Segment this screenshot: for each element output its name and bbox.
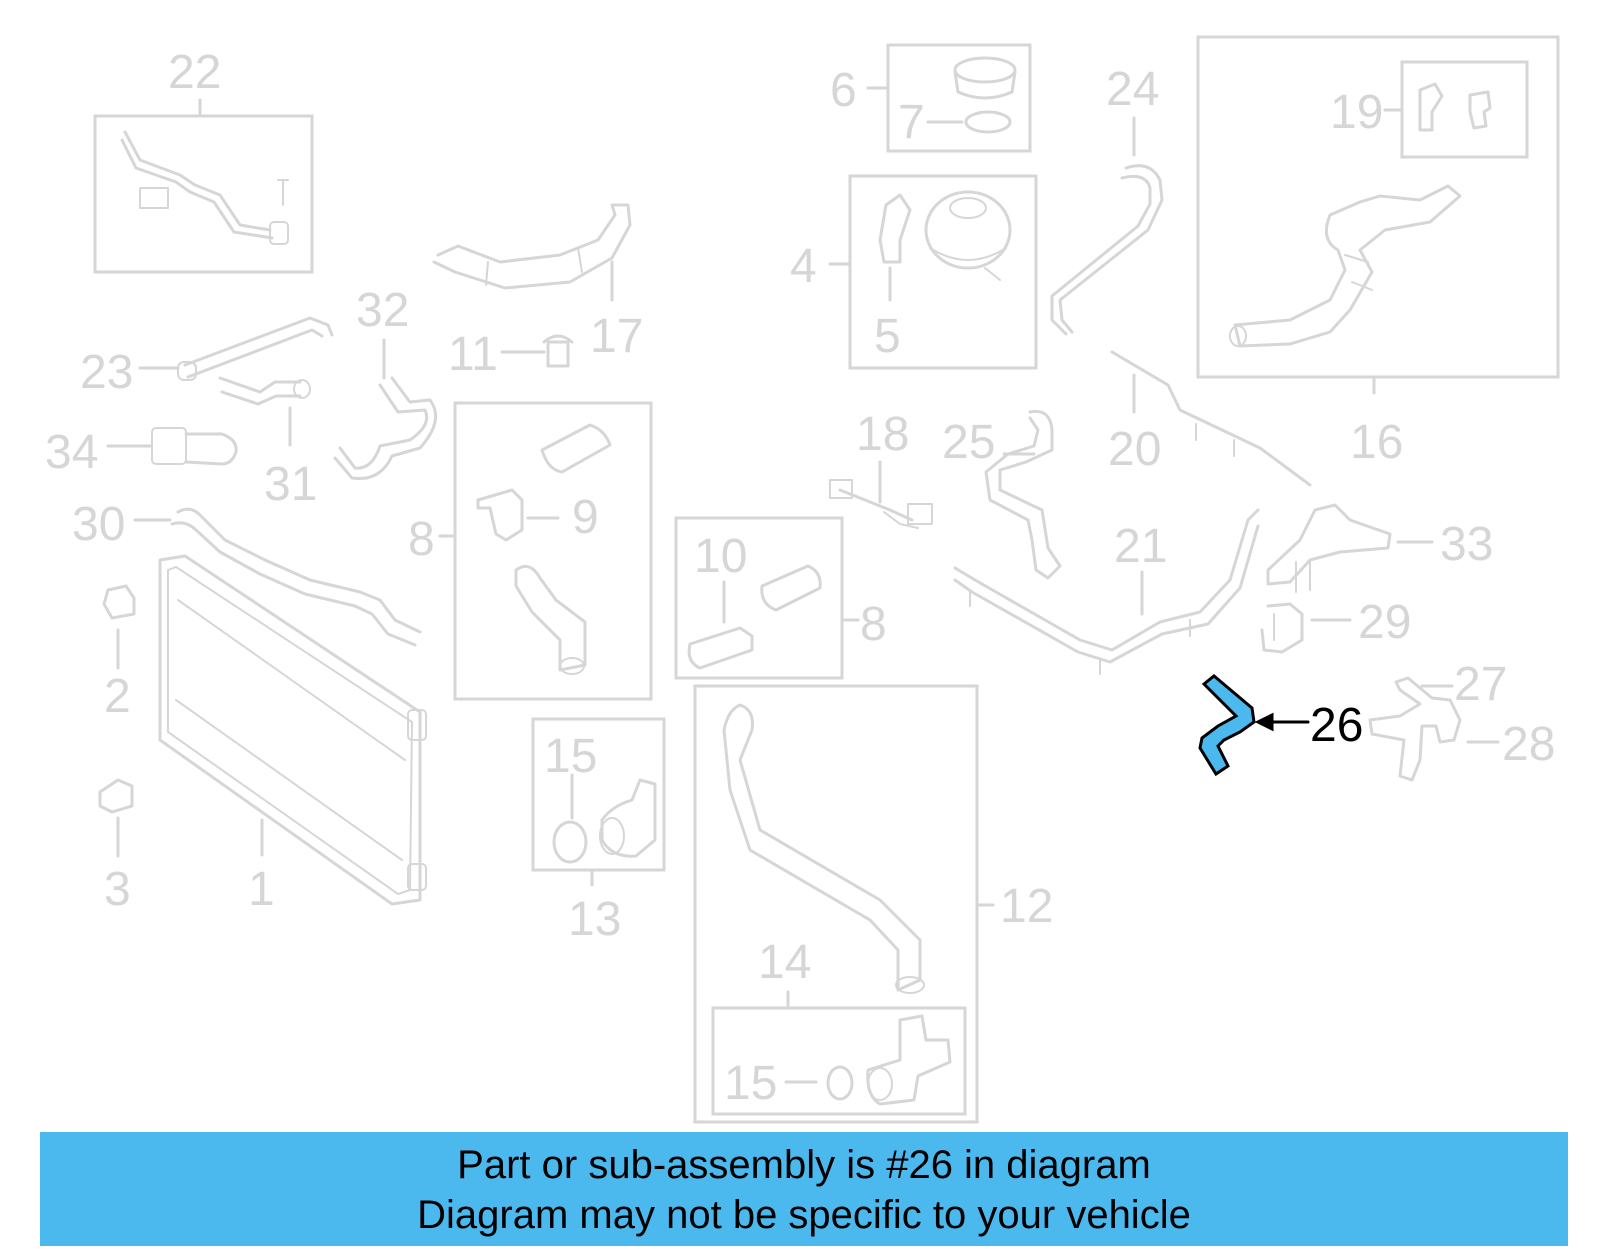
callout-32: 32 [356,284,409,337]
part-31-hose [218,376,311,447]
callout-11: 11 [448,328,498,381]
callout-25: 25 [942,416,995,469]
callout-19: 19 [1330,86,1383,139]
callout-6: 6 [830,64,857,117]
callout-9: 9 [572,491,599,544]
part-3-bracket [98,778,134,858]
callout-27: 27 [1454,658,1507,711]
part-6-group [866,43,1032,153]
part-11-clip [500,334,574,368]
part-8-group-left [438,401,653,701]
callout-14: 14 [758,936,811,989]
callout-8-left: 8 [408,513,435,566]
part-25-hose [984,409,1062,580]
callout-15-upper: 15 [544,730,597,783]
callout-28: 28 [1502,718,1555,771]
callout-34: 34 [45,426,98,479]
part-22-group [93,98,314,274]
banner-line-2: Diagram may not be specific to your vehi… [417,1193,1191,1237]
callout-21: 21 [1114,520,1167,573]
part-30-hose [133,507,422,647]
callout-30: 30 [72,498,125,551]
part-4-reservoir [828,174,1038,370]
part-17-hose [432,203,632,302]
part-info-banner: Part or sub-assembly is #26 in diagram D… [40,1132,1568,1246]
part-8-group-center [674,516,860,680]
part-1-radiator [158,554,427,906]
part-18-sensor [829,460,933,529]
callout-4: 4 [790,240,817,293]
part-16-group [1196,35,1560,395]
part-21-pipe [953,508,1260,675]
callout-24: 24 [1106,63,1159,116]
callout-13: 13 [568,893,621,946]
callout-3: 3 [104,863,131,916]
callout-12: 12 [1000,880,1053,933]
callout-7: 7 [898,96,925,149]
part-33-flange [1266,503,1434,593]
part-23-hose [138,316,334,381]
callout-29: 29 [1358,596,1411,649]
callout-15-lower: 15 [724,1057,777,1110]
part-2-bracket [102,584,136,670]
callout-33: 33 [1440,518,1493,571]
callout-16: 16 [1350,416,1403,469]
part-34-sensor [106,427,238,466]
callout-31: 31 [264,458,317,511]
callout-5: 5 [874,310,901,363]
callout-17: 17 [590,310,643,363]
part-26-hose-body[interactable] [1198,674,1256,777]
callout-20: 20 [1108,423,1161,476]
callout-1: 1 [248,863,275,916]
part-26-hose-highlighted[interactable] [1198,674,1310,777]
part-24-hose [1050,116,1164,336]
callout-26: 26 [1310,699,1363,752]
part-29-hose [1260,602,1352,654]
callout-18: 18 [856,408,909,461]
callout-10: 10 [694,530,747,583]
callout-8-right: 8 [860,598,887,651]
part-20-bracket [1110,350,1312,487]
callout-2: 2 [104,670,131,723]
banner-line-1: Part or sub-assembly is #26 in diagram [457,1143,1151,1187]
part-12-group [693,684,995,1124]
callout-23: 23 [80,346,133,399]
part-27-28-hose [1368,676,1500,782]
part-13-group [531,717,666,887]
callout-22: 22 [168,46,221,99]
part-32-hose [333,338,438,481]
